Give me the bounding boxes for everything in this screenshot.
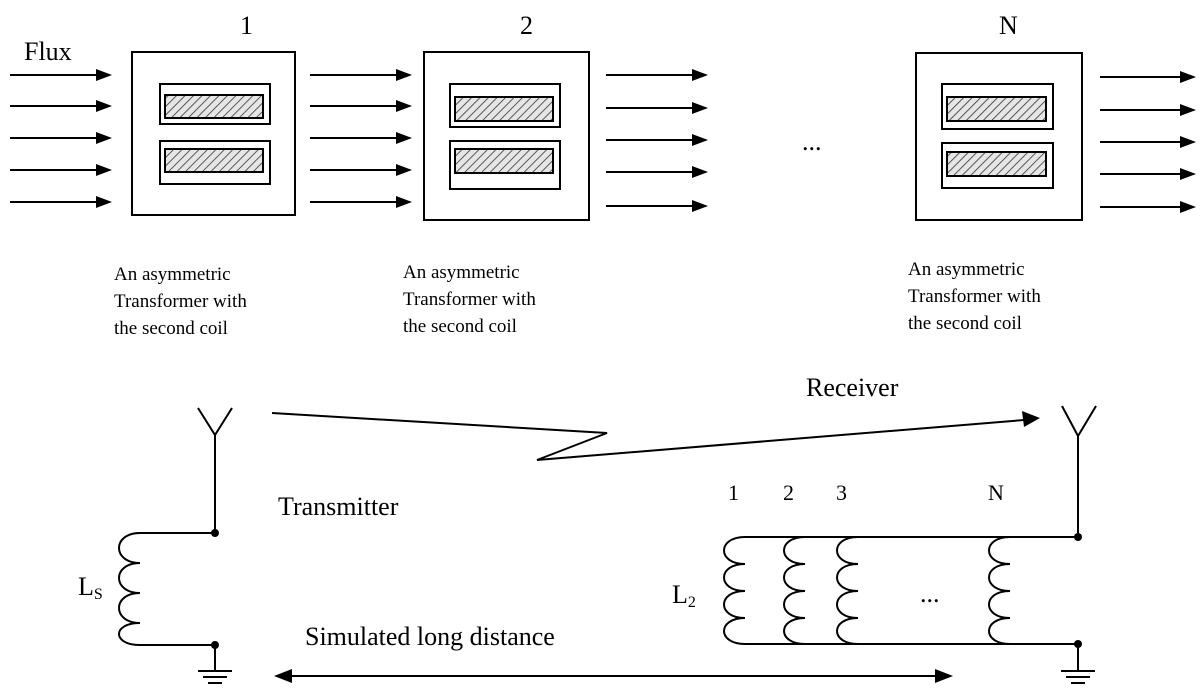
stage-2-description: An asymmetric Transformer with the secon… [403, 262, 536, 337]
svg-text:the second coil: the second coil [114, 318, 228, 339]
coil-1-icon [723, 536, 746, 645]
coil-3-icon [836, 536, 859, 645]
wireless-link-arrow [271, 411, 1040, 461]
top-ellipsis: ... [802, 127, 822, 156]
receiver-ground-icon [1061, 670, 1095, 684]
transmitter-circuit [118, 407, 233, 684]
distance-label: Simulated long distance [305, 622, 555, 651]
transmitter-label: Transmitter [278, 492, 399, 521]
ls-coil-icon [118, 532, 141, 646]
receiver-antenna-icon [1061, 405, 1079, 437]
coil-label-2: 2 [783, 480, 794, 505]
coil-n-icon [988, 536, 1011, 645]
input-flux-arrows [10, 69, 112, 208]
svg-text:An asymmetric: An asymmetric [908, 259, 1025, 280]
coil-ellipsis: ... [920, 579, 940, 608]
stage-n-description: An asymmetric Transformer with the secon… [908, 259, 1041, 334]
svg-text:An asymmetric: An asymmetric [114, 264, 231, 285]
transformer-2 [423, 51, 590, 221]
transformer-n [915, 52, 1083, 221]
svg-text:An asymmetric: An asymmetric [403, 262, 520, 283]
svg-text:the second coil: the second coil [403, 316, 517, 337]
stage-2-index: 2 [520, 11, 533, 40]
coil-label-3: 3 [836, 480, 847, 505]
transmitter-antenna-icon [197, 407, 216, 436]
flux-arrows-2-out [606, 69, 708, 212]
svg-text:Transformer with: Transformer with [908, 286, 1041, 307]
coil-2-icon [783, 536, 806, 645]
output-flux-arrows [1100, 71, 1196, 213]
stage-1-description: An asymmetric Transformer with the secon… [114, 264, 247, 339]
l2-label: L2 [672, 580, 696, 611]
svg-text:Transformer with: Transformer with [403, 289, 536, 310]
svg-text:Transformer with: Transformer with [114, 291, 247, 312]
flux-arrows-1-2 [310, 69, 412, 208]
coil-label-1: 1 [728, 480, 739, 505]
flux-label: Flux [24, 37, 72, 66]
stage-1-index: 1 [240, 11, 253, 40]
stage-n-index: N [999, 11, 1018, 40]
transformer-1 [131, 51, 296, 216]
transmitter-ground-icon [198, 670, 232, 684]
ls-label: LS [78, 572, 103, 603]
distance-double-arrow [274, 669, 953, 683]
receiver-label: Receiver [806, 373, 899, 402]
coil-label-n: N [988, 480, 1004, 505]
svg-text:the second coil: the second coil [908, 313, 1022, 334]
receiver-circuit [723, 405, 1097, 684]
